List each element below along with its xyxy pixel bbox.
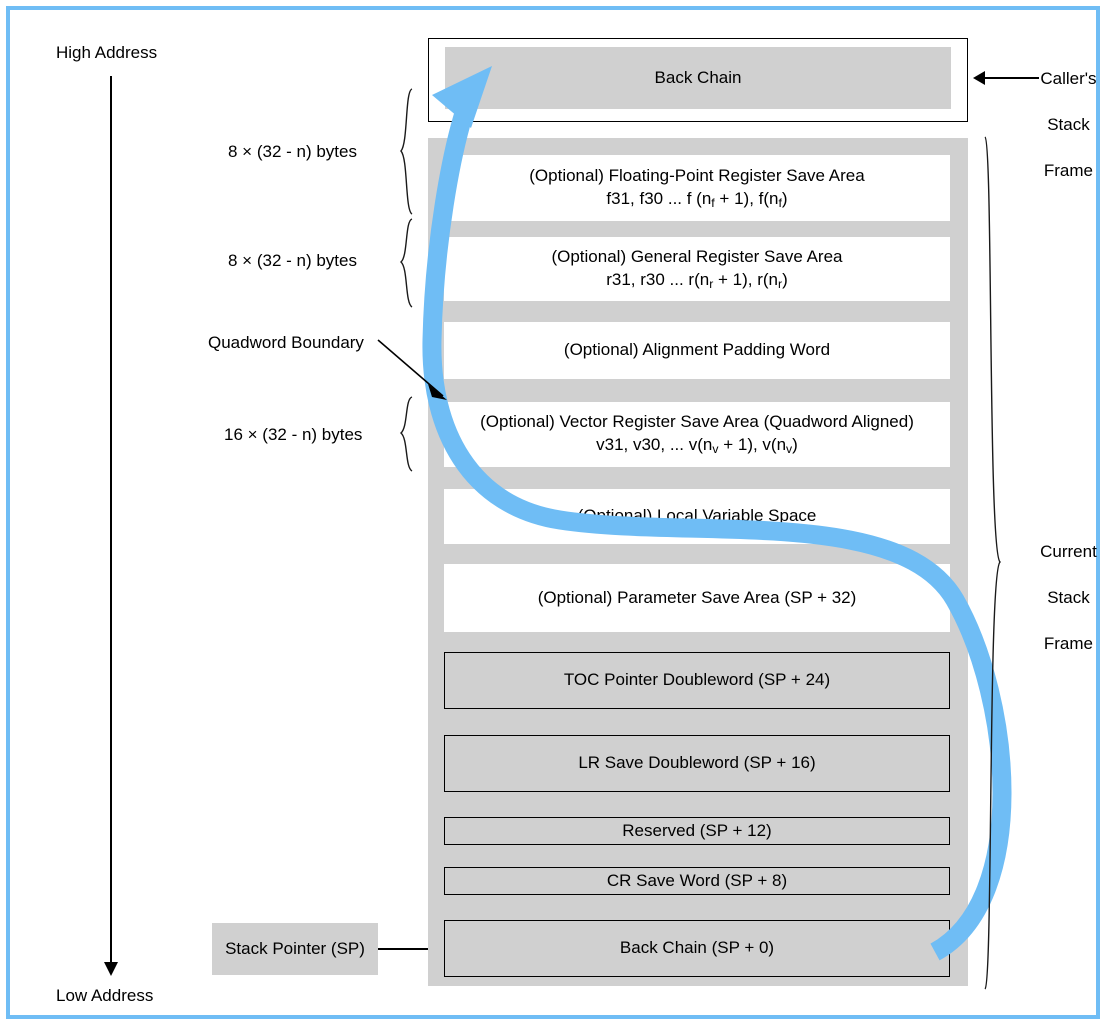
stack-row-line1: (Optional) General Register Save Area: [551, 246, 843, 266]
stack-row-label: Reserved (SP + 12): [622, 820, 771, 843]
stack-row-label: TOC Pointer Doubleword (SP + 24): [564, 669, 830, 692]
callers-stack-frame-box: Back Chain: [428, 38, 968, 122]
address-direction-line: [110, 76, 112, 971]
callers-stack-frame-line3: Frame: [1043, 160, 1094, 180]
stack-pointer-label: Stack Pointer (SP): [225, 939, 365, 958]
stack-row-line1: (Optional) Parameter Save Area (SP + 32): [537, 587, 857, 607]
stack-row-cr-save-word: CR Save Word (SP + 8): [444, 867, 950, 895]
stack-row-fpr-save-area: (Optional) Floating-Point Register Save …: [444, 155, 950, 221]
current-stack-frame-line3: Frame: [1043, 633, 1094, 653]
callers-back-chain-row: Back Chain: [445, 47, 951, 109]
fpr-brace: [400, 88, 413, 215]
vr-brace: [399, 396, 413, 472]
stack-row-label: Back Chain (SP + 0): [620, 937, 774, 960]
high-address-label: High Address: [56, 43, 158, 62]
gpr-size-label: 8 × (32 - n) bytes: [228, 251, 357, 270]
current-stack-frame-line1: Current: [1040, 541, 1097, 561]
current-stack-frame-label: Current Stack Frame: [1020, 518, 1098, 679]
stack-row-toc-pointer-doubleword: TOC Pointer Doubleword (SP + 24): [444, 652, 950, 709]
current-stack-frame-container: (Optional) Floating-Point Register Save …: [428, 138, 968, 986]
callers-back-chain-label: Back Chain: [654, 68, 742, 87]
stack-row-label: (Optional) Local Variable Space: [578, 505, 817, 528]
low-address-label: Low Address: [56, 986, 154, 1005]
stack-row-label: (Optional) Floating-Point Register Save …: [529, 165, 864, 212]
stack-row-parameter-save-area: (Optional) Parameter Save Area (SP + 32): [444, 564, 950, 632]
stack-row-line1: Back Chain (SP + 0): [619, 938, 775, 958]
stack-row-line1: (Optional) Alignment Padding Word: [563, 340, 831, 360]
callers-stack-frame-line1: Caller's: [1040, 68, 1097, 88]
stack-row-line1: CR Save Word (SP + 8): [606, 870, 788, 890]
stack-row-reserved: Reserved (SP + 12): [444, 817, 950, 845]
stack-row-label: CR Save Word (SP + 8): [607, 870, 787, 893]
stack-row-line2: v31, v30, ... v(nv + 1), v(nv): [596, 435, 798, 457]
stack-row-label: (Optional) Parameter Save Area (SP + 32): [538, 587, 857, 610]
stack-row-line1: (Optional) Floating-Point Register Save …: [529, 165, 865, 185]
size-braces: [399, 88, 413, 472]
vr-size-label: 16 × (32 - n) bytes: [224, 425, 363, 444]
stack-pointer-arrow-line: [378, 948, 436, 950]
stack-row-line1: TOC Pointer Doubleword (SP + 24): [563, 670, 831, 690]
stack-row-alignment-padding-word: (Optional) Alignment Padding Word: [444, 322, 950, 379]
stack-row-back-chain-sp0: Back Chain (SP + 0): [444, 920, 950, 977]
callers-frame-pointer-line: [985, 77, 1039, 79]
current-frame-brace: [984, 136, 1001, 990]
stack-row-line1: LR Save Doubleword (SP + 16): [578, 753, 816, 773]
fpr-size-label: 8 × (32 - n) bytes: [228, 142, 357, 161]
stack-row-line1: Reserved (SP + 12): [622, 820, 772, 840]
stack-row-line1: (Optional) Local Variable Space: [577, 506, 817, 526]
stack-row-lr-save-doubleword: LR Save Doubleword (SP + 16): [444, 735, 950, 792]
stack-row-vr-save-area: (Optional) Vector Register Save Area (Qu…: [444, 402, 950, 467]
address-direction-arrowhead: [104, 962, 118, 976]
callers-stack-frame-label: Caller's Stack Frame: [1020, 45, 1098, 206]
stack-row-line1: (Optional) Vector Register Save Area (Qu…: [480, 412, 914, 432]
stack-row-line2: r31, r30 ... r(nr + 1), r(nr): [606, 269, 788, 291]
stack-row-label: (Optional) Vector Register Save Area (Qu…: [480, 411, 914, 458]
stack-row-label: LR Save Doubleword (SP + 16): [578, 752, 815, 775]
stack-row-gpr-save-area: (Optional) General Register Save Area r31…: [444, 237, 950, 301]
callers-frame-arrowhead: [973, 71, 985, 85]
gpr-brace: [399, 218, 413, 308]
current-stack-frame-line2: Stack: [1047, 587, 1090, 607]
stack-row-local-variable-space: (Optional) Local Variable Space: [444, 489, 950, 544]
quadword-boundary-label: Quadword Boundary: [208, 333, 364, 352]
stack-row-line2: f31, f30 ... f (nf + 1), f(nf): [606, 188, 788, 210]
stack-pointer-box: Stack Pointer (SP): [212, 923, 378, 975]
callers-stack-frame-line2: Stack: [1047, 114, 1090, 134]
stack-row-label: (Optional) Alignment Padding Word: [564, 339, 830, 362]
stack-row-label: (Optional) General Register Save Area r31…: [551, 246, 842, 293]
